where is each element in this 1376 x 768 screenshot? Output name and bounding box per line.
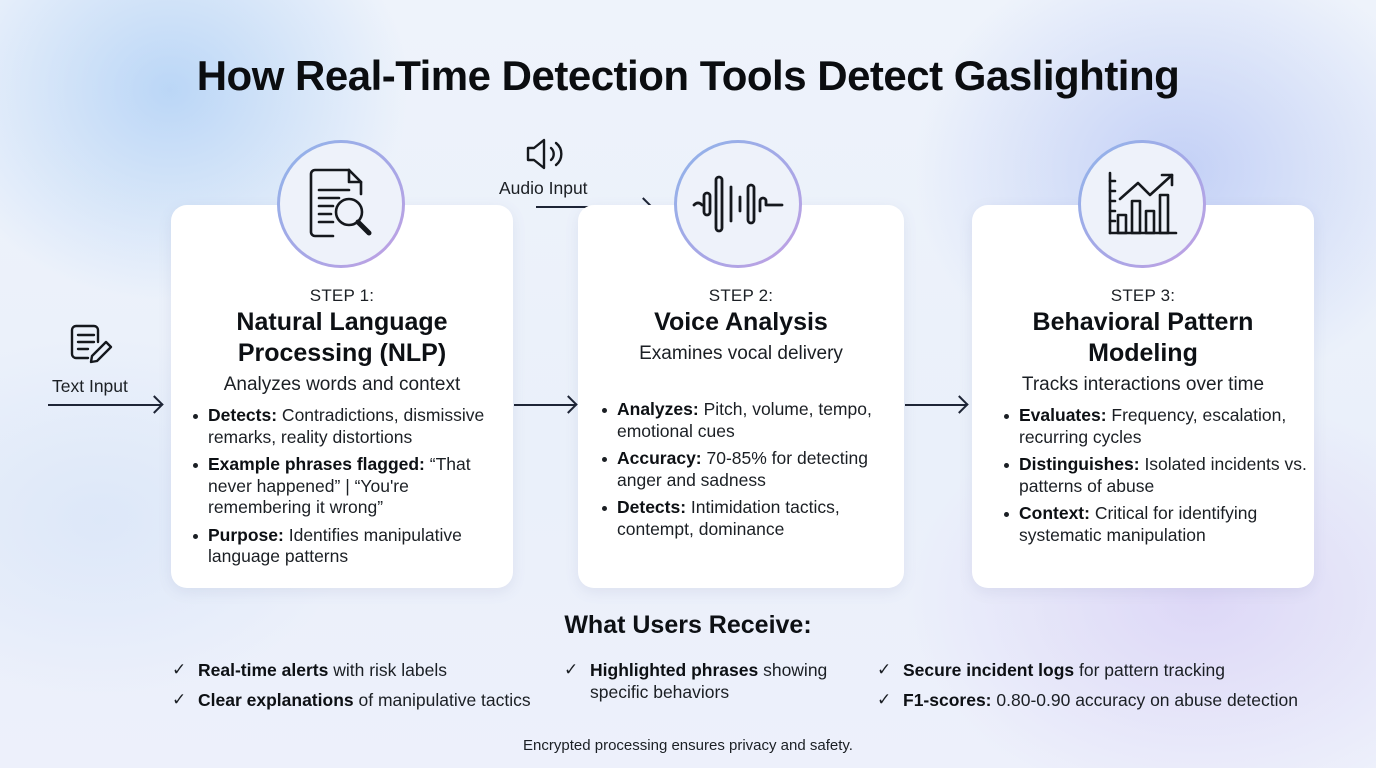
- item-key: Real-time alerts: [198, 660, 329, 680]
- bullet-text: “That never happened” | “You're remember…: [208, 454, 471, 517]
- list-item: ✓ Secure incident logs for pattern tracki…: [877, 659, 1337, 681]
- edit-document-icon: [68, 322, 116, 371]
- bullet-key: Accuracy:: [617, 448, 702, 468]
- list-item: Context: Critical for identifying system…: [1002, 503, 1312, 546]
- receive-heading: What Users Receive:: [564, 611, 812, 639]
- trend-chart-icon: [1108, 171, 1178, 235]
- bullet-key: Detects:: [208, 405, 278, 425]
- step-3-title-line-1: Behavioral Pattern: [1032, 308, 1254, 336]
- list-item: Analyzes: Pitch, volume, tempo, emotiona…: [600, 399, 900, 442]
- item-text: with risk labels: [328, 660, 447, 680]
- check-icon: ✓: [564, 660, 579, 679]
- list-item: ✓ Clear explanations of manipulative tact…: [172, 689, 562, 711]
- bullet-text: Frequency, escalation, recurring cycles: [1019, 405, 1287, 447]
- list-item: Distinguishes: Isolated incidents vs. pa…: [1002, 454, 1312, 497]
- step-2-to-3-arrow: [905, 404, 967, 406]
- list-item: ✓ Real-time alerts with risk labels: [172, 659, 562, 681]
- check-icon: ✓: [877, 690, 892, 709]
- step-2-label: STEP 2:: [708, 286, 774, 305]
- step-1-to-2-arrow: [514, 404, 576, 406]
- step-3-title-line-2: Modeling: [1088, 339, 1198, 367]
- bullet-key: Context:: [1019, 503, 1090, 523]
- bullet-text: Critical for identifying systematic mani…: [1019, 503, 1258, 545]
- bullet-text: 70-85% for detecting anger and sadness: [617, 448, 868, 490]
- step-3-label: STEP 3:: [1110, 286, 1176, 305]
- speaker-icon: [524, 136, 568, 177]
- bullet-key: Distinguishes:: [1019, 454, 1140, 474]
- receive-column-3: ✓ Secure incident logs for pattern tracki…: [877, 659, 1337, 719]
- item-key: Highlighted phrases: [590, 660, 759, 680]
- step-1-subtitle: Analyzes words and context: [223, 374, 461, 395]
- list-item: Example phrases flagged: “That never hap…: [191, 454, 511, 519]
- receive-column-1: ✓ Real-time alerts with risk labels ✓ Clea…: [172, 659, 562, 719]
- check-icon: ✓: [172, 690, 187, 709]
- step-3-subtitle: Tracks interactions over time: [1021, 374, 1265, 395]
- step-2-bullets: Analyzes: Pitch, volume, tempo, emotiona…: [600, 399, 900, 546]
- check-icon: ✓: [877, 660, 892, 679]
- receive-column-2: ✓ Highlighted phrases showing specific be…: [564, 659, 854, 711]
- page-title: How Real-Time Detection Tools Detect Gas…: [196, 52, 1180, 99]
- step-1-heading: STEP 1: Natural Language Processing (NLP…: [171, 286, 513, 396]
- bullet-key: Detects:: [617, 497, 687, 517]
- step-3-bullets: Evaluates: Frequency, escalation, recurr…: [1002, 405, 1312, 552]
- step-2-title: Voice Analysis: [654, 308, 828, 336]
- item-key: F1-scores:: [903, 690, 992, 710]
- list-item: Detects: Intimidation tactics, contempt,…: [600, 497, 900, 540]
- step-3-icon-ring: [1078, 140, 1206, 268]
- list-item: Accuracy: 70-85% for detecting anger and…: [600, 448, 900, 491]
- step-2-heading: STEP 2: Voice Analysis Examines vocal de…: [578, 286, 904, 365]
- list-item: Detects: Contradictions, dismissive rema…: [191, 405, 511, 448]
- list-item: ✓ F1-scores: 0.80-0.90 accuracy on abuse …: [877, 689, 1337, 711]
- text-input-arrow: [48, 404, 162, 406]
- bullet-text: Intimidation tactics, contempt, dominanc…: [617, 497, 840, 539]
- step-2-subtitle: Examines vocal delivery: [639, 343, 843, 364]
- bullet-key: Analyzes:: [617, 399, 699, 419]
- list-item: Purpose: Identifies manipulative languag…: [191, 525, 511, 568]
- step-1-title-line-1: Natural Language: [236, 308, 448, 336]
- item-key: Clear explanations: [198, 690, 354, 710]
- list-item: Evaluates: Frequency, escalation, recurr…: [1002, 405, 1312, 448]
- item-text: showing specific behaviors: [590, 660, 828, 702]
- sound-wave-icon: [692, 175, 784, 233]
- step-1-icon-ring: [277, 140, 405, 268]
- step-2-icon-ring: [674, 140, 802, 268]
- step-2-card: [578, 205, 904, 588]
- step-1-card: [171, 205, 513, 588]
- step-3-card: [972, 205, 1314, 588]
- step-1-bullets: Detects: Contradictions, dismissive rema…: [191, 405, 511, 574]
- step-1-title-line-2: Processing (NLP): [237, 339, 447, 367]
- bullet-text: Contradictions, dismissive remarks, real…: [208, 405, 485, 447]
- bullet-key: Example phrases flagged:: [208, 454, 425, 474]
- bullet-text: Isolated incidents vs. patterns of abuse: [1019, 454, 1307, 496]
- item-text: 0.80-0.90 accuracy on abuse detection: [991, 690, 1298, 710]
- step-3-heading: STEP 3: Behavioral Pattern Modeling Trac…: [972, 286, 1314, 396]
- privacy-note: Encrypted processing ensures privacy and…: [523, 737, 853, 754]
- item-text: of manipulative tactics: [353, 690, 531, 710]
- bullet-key: Evaluates:: [1019, 405, 1107, 425]
- document-search-icon: [309, 168, 372, 238]
- item-key: Secure incident logs: [903, 660, 1075, 680]
- text-input-label: Text Input: [52, 376, 128, 396]
- check-icon: ✓: [172, 660, 187, 679]
- audio-input-label: Audio Input: [499, 178, 588, 198]
- bullet-text: Identifies manipulative language pattern…: [208, 524, 462, 567]
- step-1-label: STEP 1:: [309, 286, 375, 305]
- list-item: ✓ Highlighted phrases showing specific be…: [564, 659, 854, 703]
- item-text: for pattern tracking: [1074, 660, 1225, 680]
- bullet-text: Pitch, volume, tempo, emotional cues: [617, 399, 872, 441]
- bullet-key: Purpose:: [208, 524, 284, 545]
